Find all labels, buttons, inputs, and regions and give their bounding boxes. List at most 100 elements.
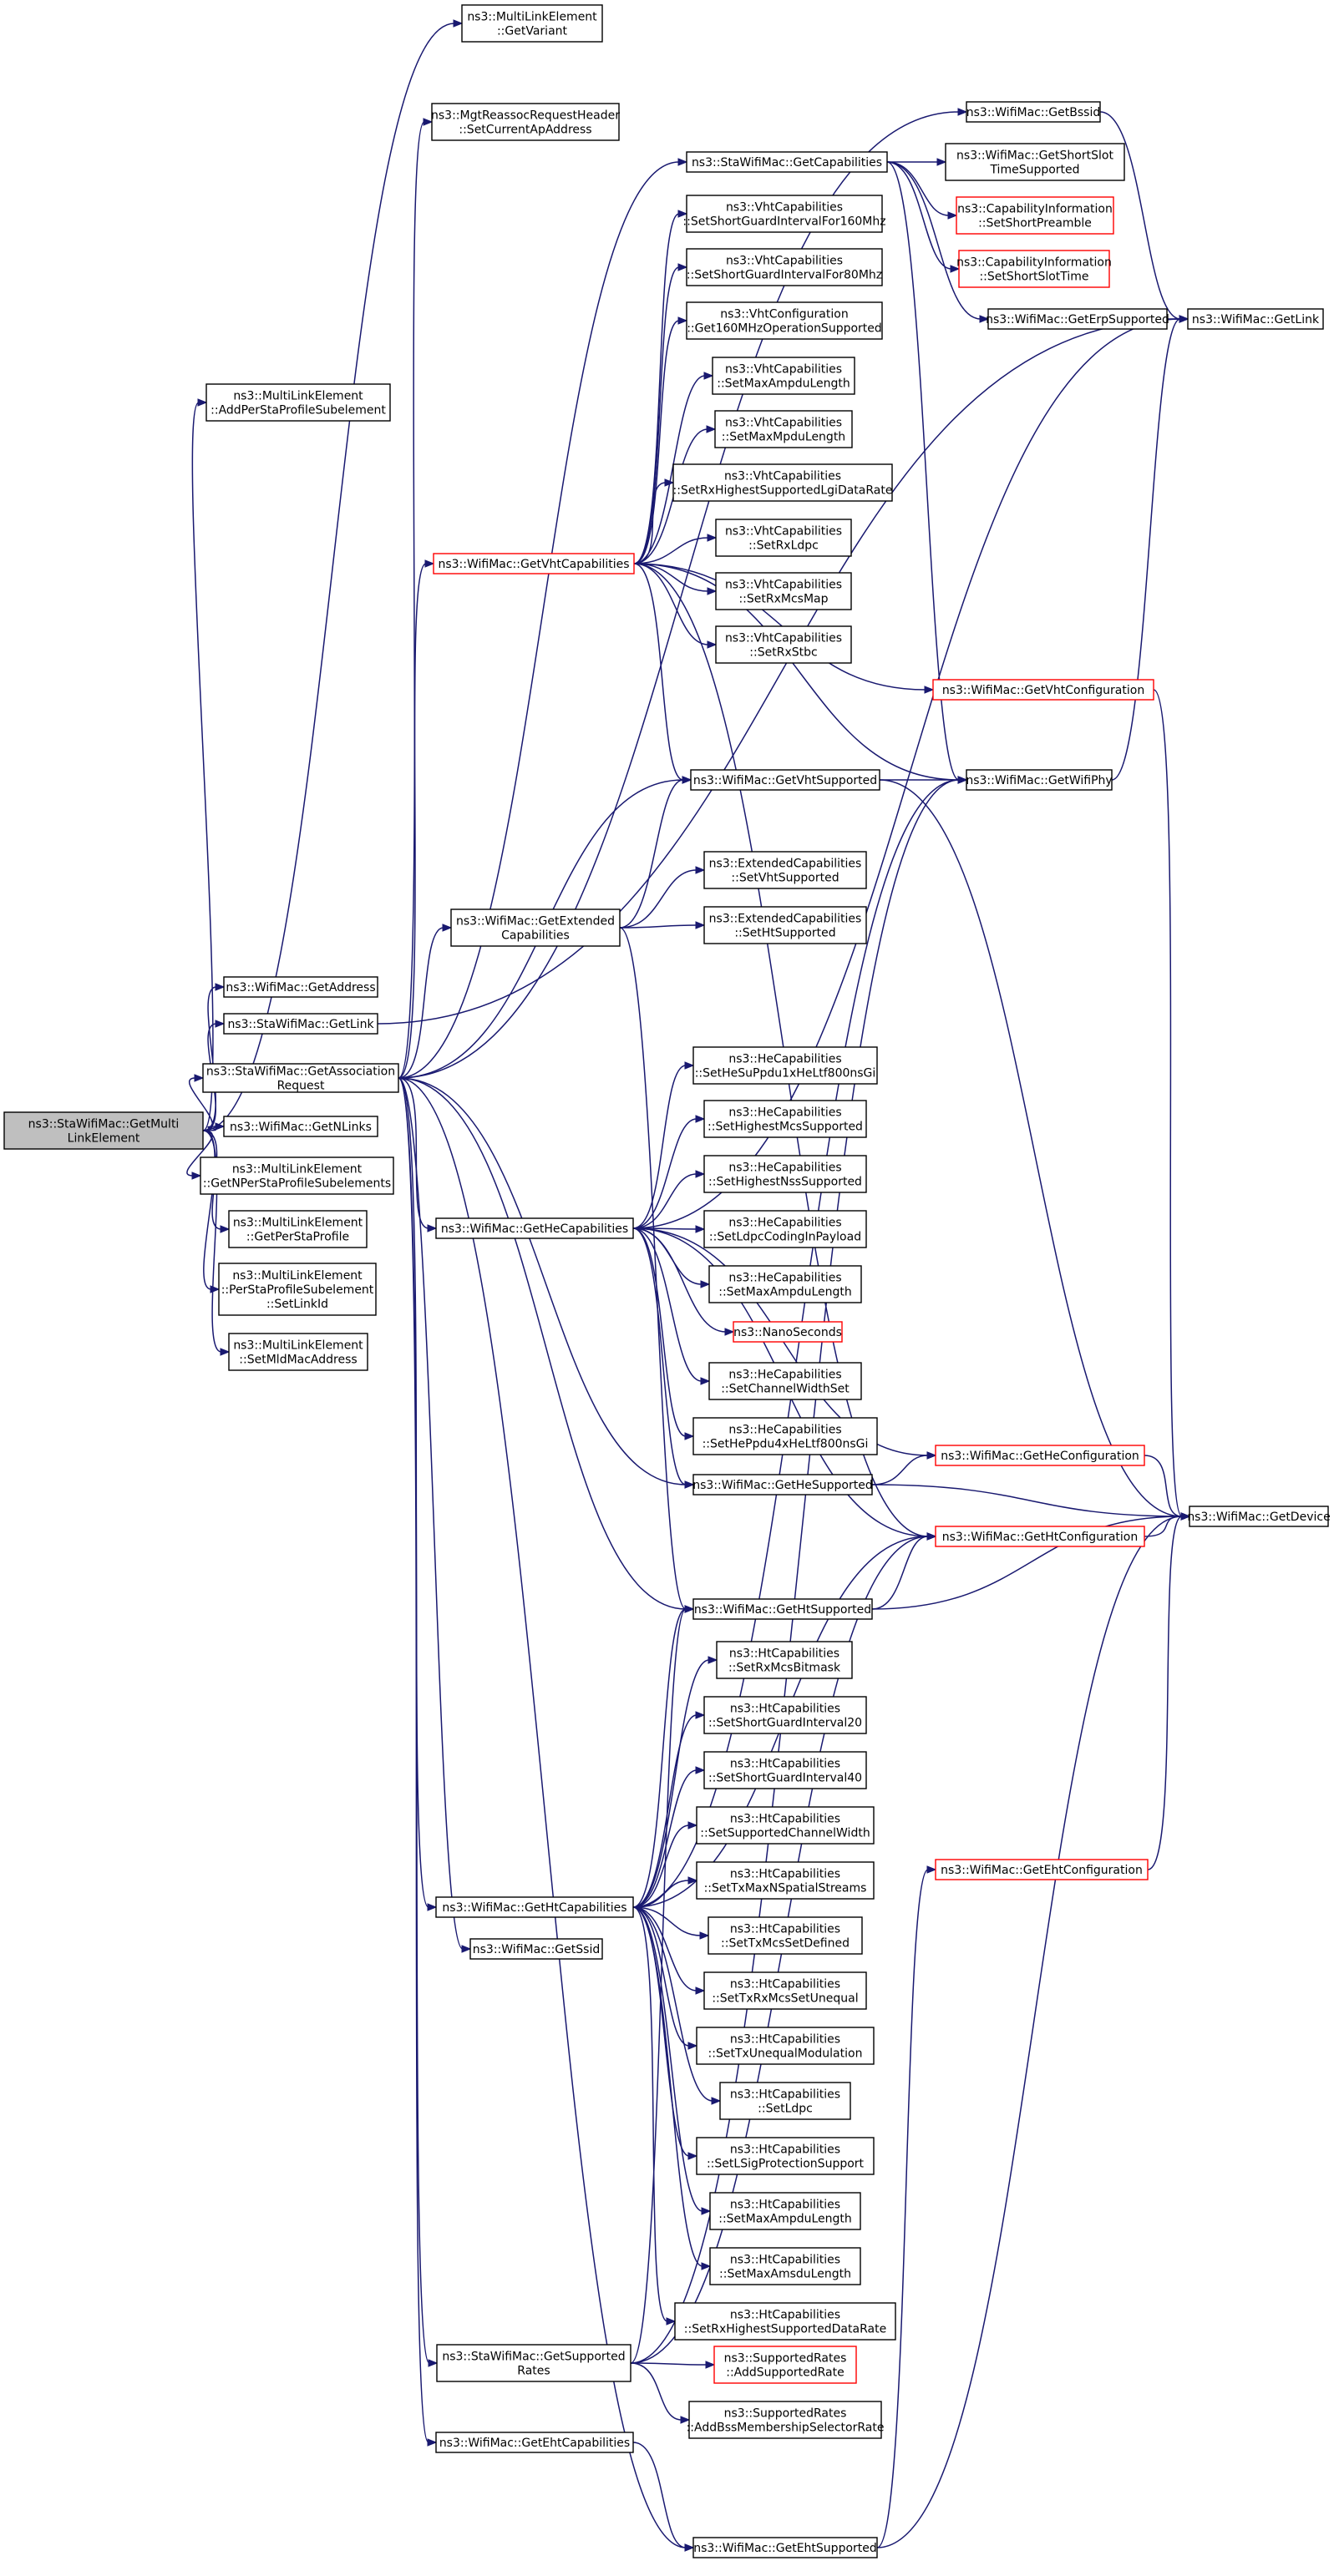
node-ext_setht[interactable]: ns3::ExtendedCapabilities::SetHtSupporte… (703, 906, 867, 944)
edge-wm_getextcap-to-wm_getvhtsup (619, 776, 692, 929)
node-wm_gethecap[interactable]: ns3::WifiMac::GetHeCapabilities (435, 1217, 634, 1239)
node-ci_setshortslot[interactable]: ns3::CapabilityInformation::SetShortSlot… (956, 250, 1112, 288)
node-wm_gethtcap[interactable]: ns3::WifiMac::GetHtCapabilities (435, 1896, 634, 1918)
node-sr_addrate[interactable]: ns3::SupportedRates::AddSupportedRate (713, 2346, 857, 2384)
node-ht_ldpc[interactable]: ns3::HtCapabilities::SetLdpc (719, 2082, 851, 2120)
node-mle_addpersta[interactable]: ns3::MultiLinkElement::AddPerStaProfileS… (205, 383, 391, 422)
node-wm_getlink[interactable]: ns3::WifiMac::GetLink (1187, 308, 1324, 330)
node-wm_getdevice[interactable]: ns3::WifiMac::GetDevice (1187, 1506, 1331, 1527)
node-he_highmcs[interactable]: ns3::HeCapabilities::SetHighestMcsSuppor… (703, 1100, 867, 1138)
node-wm_getehtcap[interactable]: ns3::WifiMac::GetEhtCapabilities (435, 2432, 634, 2453)
node-mle_setmldmac[interactable]: ns3::MultiLinkElement::SetMldMacAddress (228, 1333, 368, 1371)
node-label-line: ::SetHighestNssSupported (708, 1176, 862, 1189)
node-wm_getssid[interactable]: ns3::WifiMac::GetSsid (469, 1938, 603, 1960)
node-mle_setlinkid[interactable]: ns3::MultiLinkElement::PerStaProfileSube… (218, 1263, 377, 1316)
node-wm_getaddress[interactable]: ns3::WifiMac::GetAddress (223, 976, 378, 998)
node-ht_rxhighest[interactable]: ns3::HtCapabilities::SetRxHighestSupport… (674, 2302, 896, 2341)
node-wm_getwifiphy[interactable]: ns3::WifiMac::GetWifiPhy (966, 769, 1113, 791)
node-label-line: ns3::WifiMac::GetHtConfiguration (942, 1531, 1138, 1544)
node-box (686, 195, 883, 233)
node-label-line: ::SetTxMaxNSpatialStreams (704, 1882, 867, 1895)
node-ht_lsig[interactable]: ns3::HtCapabilities::SetLSigProtectionSu… (696, 2137, 875, 2175)
edge-wm_gethecap-to-he_highnss (632, 1170, 706, 1229)
node-ht_sgi20[interactable]: ns3::HtCapabilities::SetShortGuardInterv… (703, 1696, 867, 1734)
node-label-line: ::GetNPerStaProfileSubelements (203, 1177, 391, 1191)
node-wm_getnlinks[interactable]: ns3::WifiMac::GetNLinks (223, 1116, 378, 1137)
node-mle_getnpersta[interactable]: ns3::MultiLinkElement::GetNPerStaProfile… (200, 1156, 394, 1195)
node-wm_gethesup[interactable]: ns3::WifiMac::GetHeSupported (692, 1474, 873, 1495)
node-wm_getvhtconf[interactable]: ns3::WifiMac::GetVhtConfiguration (932, 679, 1154, 701)
node-mgt_setcurap[interactable]: ns3::MgtReassocRequestHeader::SetCurrent… (431, 103, 620, 141)
node-wm_getehtconf[interactable]: ns3::WifiMac::GetEhtConfiguration (935, 1859, 1149, 1880)
node-ht_txmcsdef[interactable]: ns3::HtCapabilities::SetTxMcsSetDefined (708, 1916, 863, 1955)
node-label-line: ns3::HtCapabilities (730, 1978, 840, 1991)
node-label-line: ::Get160MHzOperationSupported (687, 322, 882, 336)
node-wm_geterpsup[interactable]: ns3::WifiMac::GetErpSupported (986, 308, 1169, 330)
node-vht_rxstbc[interactable]: ns3::VhtCapabilities::SetRxStbc (715, 625, 852, 664)
edge-wm_gethecap-to-wm_gethesup (632, 1227, 695, 1489)
nodes-layer: ns3::StaWifiMac::GetMultiLinkElementns3:… (3, 4, 1331, 2558)
node-sta_getlink[interactable]: ns3::StaWifiMac::GetLink (223, 1013, 378, 1035)
node-he_maxampdu[interactable]: ns3::HeCapabilities::SetMaxAmpduLength (708, 1265, 862, 1303)
node-label-line: ns3::HtCapabilities (730, 1813, 840, 1826)
node-nanoseconds[interactable]: ns3::NanoSeconds (733, 1321, 843, 1343)
node-ht_maxamsdu[interactable]: ns3::HtCapabilities::SetMaxAmsduLength (709, 2247, 861, 2285)
node-box (932, 679, 1154, 701)
node-he_ppdu4x[interactable]: ns3::HeCapabilities::SetHePpdu4xHeLtf800… (692, 1417, 878, 1455)
node-vht_rxhighest[interactable]: ns3::VhtCapabilities::SetRxHighestSuppor… (672, 463, 893, 502)
edge-wm_getvhtcap-to-wm_getvhtsup (633, 563, 692, 784)
node-ht_txmaxnss[interactable]: ns3::HtCapabilities::SetTxMaxNSpatialStr… (696, 1861, 875, 1900)
node-vht_sgi80[interactable]: ns3::VhtCapabilities::SetShortGuardInter… (686, 248, 883, 286)
node-ext_setvht[interactable]: ns3::ExtendedCapabilities::SetVhtSupport… (703, 851, 867, 889)
node-he_chwidth[interactable]: ns3::HeCapabilities::SetChannelWidthSet (708, 1362, 862, 1400)
node-box (686, 248, 883, 286)
node-wm_getvhtsup[interactable]: ns3::WifiMac::GetVhtSupported (690, 769, 880, 791)
node-vhtconf_get160[interactable]: ns3::VhtConfiguration::Get160MHzOperatio… (686, 301, 883, 340)
edge-sta_getassoc-to-wm_gethecap (398, 1077, 438, 1232)
node-label-line: ns3::ExtendedCapabilities (709, 913, 862, 926)
node-ht_txrxuneq[interactable]: ns3::HtCapabilities::SetTxRxMcsSetUnequa… (703, 1971, 867, 2010)
node-vht_rxldpc[interactable]: ns3::VhtCapabilities::SetRxLdpc (715, 519, 852, 557)
node-label-line: ns3::HtCapabilities (730, 2143, 840, 2157)
node-he_ppdu1x[interactable]: ns3::HeCapabilities::SetHeSuPpdu1xHeLtf8… (692, 1046, 878, 1085)
node-vht_rxmcsmap[interactable]: ns3::VhtCapabilities::SetRxMcsMap (715, 572, 852, 610)
node-ht_sgi40[interactable]: ns3::HtCapabilities::SetShortGuardInterv… (703, 1751, 867, 1789)
node-wm_getbssid[interactable]: ns3::WifiMac::GetBssid (966, 101, 1101, 123)
node-box (692, 2537, 878, 2558)
node-label-line: ::SetMaxAmsduLength (719, 2268, 851, 2281)
node-wm_getheconf[interactable]: ns3::WifiMac::GetHeConfiguration (935, 1445, 1145, 1466)
node-box (696, 2027, 875, 2065)
node-ci_setshortpre[interactable]: ns3::CapabilityInformation::SetShortPrea… (956, 196, 1114, 235)
node-wm_gethtsup[interactable]: ns3::WifiMac::GetHtSupported (692, 1598, 873, 1620)
node-label-line: ns3::MultiLinkElement (467, 11, 597, 24)
node-vht_maxmpdu[interactable]: ns3::VhtCapabilities::SetMaxMpduLength (714, 410, 853, 448)
node-label-line: ns3::VhtCapabilities (726, 255, 843, 268)
node-mle_getpersta[interactable]: ns3::MultiLinkElement::GetPerStaProfile (228, 1210, 368, 1248)
node-label-line: ns3::VhtCapabilities (726, 201, 843, 215)
node-box (712, 357, 855, 395)
node-box (1189, 1506, 1329, 1527)
node-label-line: ::SetLdpcCodingInPayload (709, 1231, 861, 1244)
node-ht_supchwidth[interactable]: ns3::HtCapabilities::SetSupportedChannel… (696, 1806, 875, 1845)
node-ht_maxampdu[interactable]: ns3::HtCapabilities::SetMaxAmpduLength (709, 2192, 861, 2230)
node-wm_getvhtcap[interactable]: ns3::WifiMac::GetVhtCapabilities (433, 553, 635, 574)
node-he_highnss[interactable]: ns3::HeCapabilities::SetHighestNssSuppor… (703, 1155, 867, 1193)
node-sr_addbss[interactable]: ns3::SupportedRates::AddBssMembershipSel… (687, 2401, 885, 2439)
node-label-line: ::GetPerStaProfile (246, 1231, 349, 1244)
node-box (987, 308, 1168, 330)
node-ht_txuneqmod[interactable]: ns3::HtCapabilities::SetTxUnequalModulat… (696, 2027, 875, 2065)
node-mle_getvariant[interactable]: ns3::MultiLinkElement::GetVariant (461, 4, 603, 43)
node-vht_maxampdu[interactable]: ns3::VhtCapabilities::SetMaxAmpduLength (712, 357, 855, 395)
node-ht_rxmcsbitmask[interactable]: ns3::HtCapabilities::SetRxMcsBitmask (716, 1641, 853, 1679)
node-vht_sgi160[interactable]: ns3::VhtCapabilities::SetShortGuardInter… (682, 195, 886, 233)
node-sta_getcap[interactable]: ns3::StaWifiMac::GetCapabilities (686, 151, 888, 173)
node-wm_getehtsup[interactable]: ns3::WifiMac::GetEhtSupported (692, 2537, 878, 2558)
edge-wm_getvhtcap-to-vht_rxstbc (633, 563, 718, 649)
node-wm_gethtconf[interactable]: ns3::WifiMac::GetHtConfiguration (935, 1526, 1145, 1547)
node-he_ldpc[interactable]: ns3::HeCapabilities::SetLdpcCodingInPayl… (703, 1210, 867, 1248)
